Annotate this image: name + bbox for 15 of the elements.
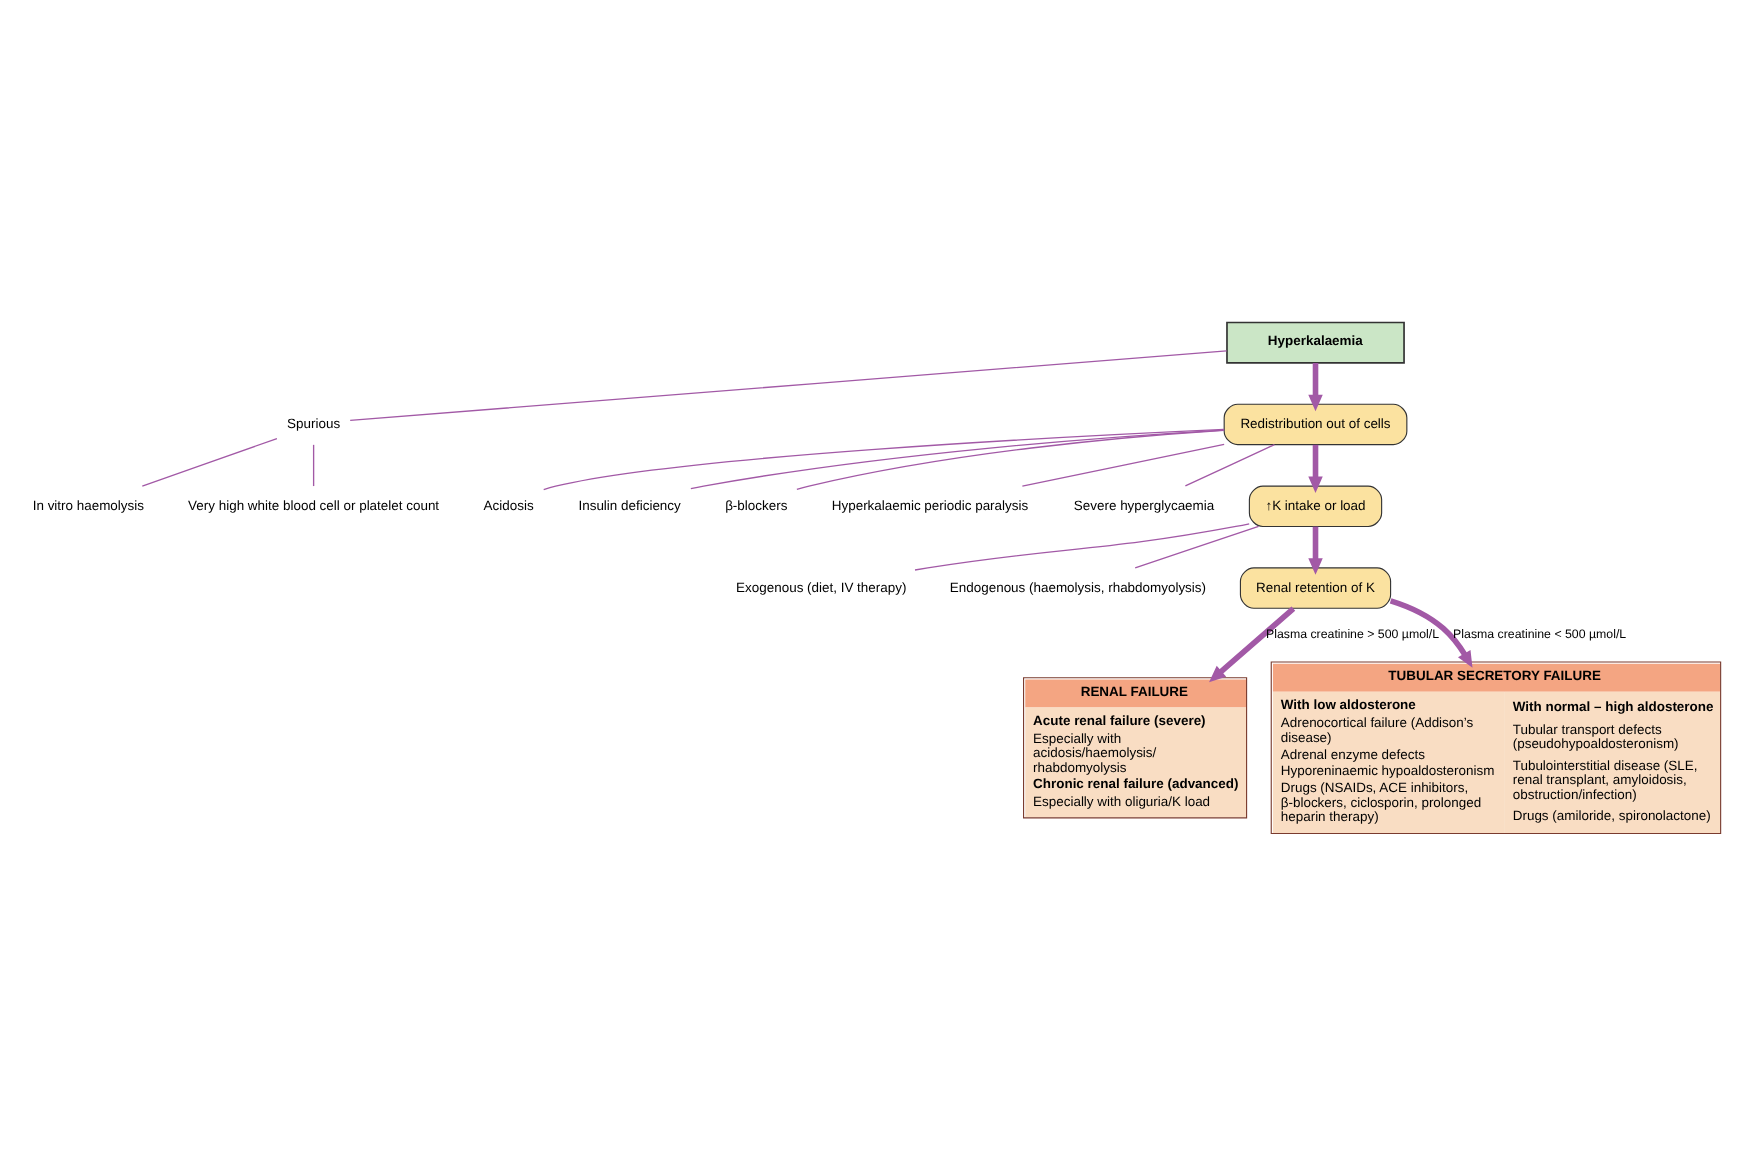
connector (1021, 442, 1225, 486)
connector (543, 427, 1225, 490)
connector (796, 428, 1225, 490)
connector (1134, 524, 1260, 568)
arrow (1308, 443, 1323, 493)
connector (141, 436, 278, 486)
connector (690, 428, 1225, 489)
connector (914, 522, 1250, 570)
arrow (1308, 525, 1323, 574)
arrow (1389, 597, 1473, 667)
connector (349, 349, 1228, 421)
connector (1184, 442, 1276, 486)
arrow (1209, 605, 1296, 682)
arrow (1308, 362, 1323, 411)
connector (312, 443, 315, 486)
